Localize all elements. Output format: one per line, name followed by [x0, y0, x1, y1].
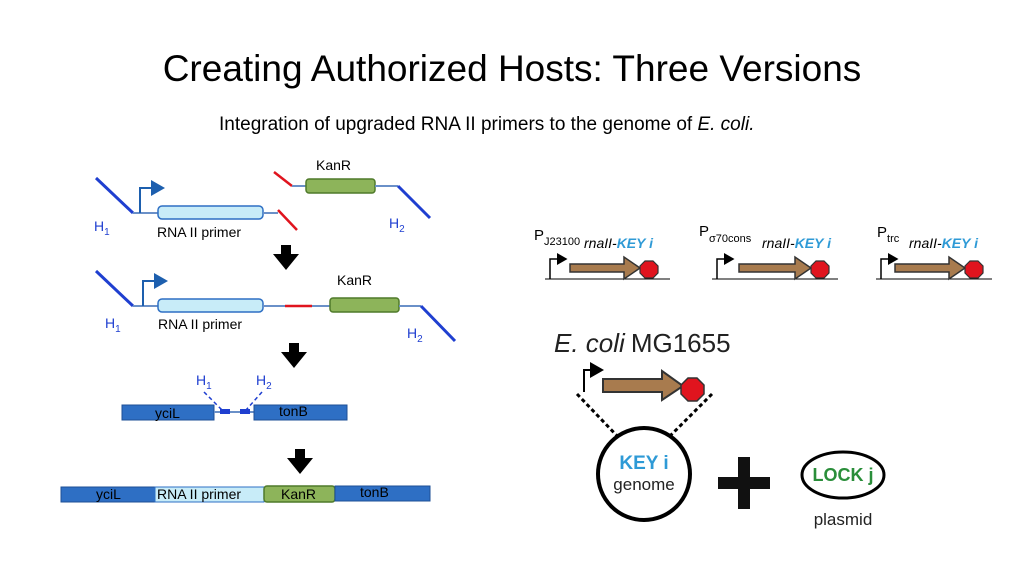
subtitle-text: Integration of upgraded RNA II primers t… — [219, 114, 693, 135]
plasmid-label: plasmid — [814, 510, 873, 529]
plasmid-ellipse — [800, 450, 886, 500]
overlap-end — [273, 171, 293, 187]
down-arrow-icon — [287, 449, 313, 474]
promoter-label: PJ23100 — [534, 227, 580, 248]
h2-label: H2 — [256, 372, 272, 392]
gene-arrow — [602, 369, 685, 402]
kanr-label: KanR — [281, 486, 316, 502]
step1-construct: H1 RNA II primer KanR H2 — [94, 157, 432, 240]
promoter-arrow-icon — [716, 253, 735, 279]
step3-genome-target: H1 H2 yciL tonB — [121, 372, 348, 421]
h1-site — [220, 409, 230, 414]
zoom-line — [575, 392, 623, 442]
gene-arrow — [738, 255, 813, 281]
kanr-box — [329, 297, 400, 313]
zoom-line — [664, 392, 714, 442]
tonB-gene-box — [334, 485, 431, 502]
terminator-octagon-icon — [964, 260, 984, 279]
h2-homology-arm — [419, 304, 457, 343]
rna-ii-primer-label: RNA II primer — [157, 486, 241, 502]
h2-label: H2 — [389, 215, 405, 235]
h1-label: H1 — [94, 218, 110, 238]
rna-ii-primer-box — [157, 298, 264, 313]
construct-j23100: PJ23100 rnaII-KEY i — [534, 227, 670, 281]
gene-arrow — [569, 255, 642, 281]
promoter-arrow-icon — [139, 180, 165, 213]
genome-circle — [596, 426, 692, 522]
rna-ii-primer-box — [157, 205, 264, 220]
kanr-box — [305, 178, 376, 194]
tonB-label: tonB — [360, 484, 389, 500]
kanr-label: KanR — [337, 272, 372, 288]
subtitle-organism: E. coli. — [697, 114, 755, 135]
genome-key-label: KEY i — [619, 453, 668, 474]
terminator-octagon-icon — [639, 260, 659, 279]
h1-homology-arm — [94, 176, 135, 215]
step4-integrated-genome: yciL RNA II primer KanR tonB — [60, 484, 431, 503]
promoter-arrow-icon — [583, 362, 604, 392]
promoter-arrow-icon — [549, 253, 568, 279]
genome-label: genome — [613, 475, 674, 494]
promoter-arrow-icon — [142, 273, 168, 306]
gene-arrow — [894, 255, 967, 281]
gene-label: rnaII-KEY i — [584, 235, 654, 251]
yciL-label: yciL — [155, 405, 180, 421]
h2-site — [240, 409, 250, 414]
kanr-label: KanR — [316, 157, 351, 173]
h1-label: H1 — [196, 372, 212, 392]
plus-sign-icon — [718, 477, 770, 489]
promoter-label: Ptrc — [877, 224, 900, 245]
gene-label: rnaII-KEY i — [909, 235, 979, 251]
terminator-octagon-icon — [810, 260, 830, 279]
rna-ii-primer-label: RNA II primer — [157, 224, 241, 240]
h2-label: H2 — [407, 325, 423, 345]
promoter-label: Pσ70cons — [699, 223, 752, 245]
promoter-arrow-icon — [880, 253, 899, 279]
gene-label: rnaII-KEY i — [762, 235, 832, 251]
construct-trc: Ptrc rnaII-KEY i — [876, 224, 992, 281]
h2-homology-arm — [396, 184, 432, 220]
down-arrow-icon — [281, 343, 307, 368]
rna-ii-primer-label: RNA II primer — [158, 316, 242, 332]
slide-title: Creating Authorized Hosts: Three Version… — [162, 48, 862, 89]
tonB-gene-box — [253, 404, 348, 421]
tonB-label: tonB — [279, 403, 308, 419]
construct-s70cons: Pσ70cons rnaII-KEY i — [699, 223, 838, 281]
h1-homology-arm — [94, 269, 135, 308]
down-arrow-icon — [273, 245, 299, 270]
crossover-line — [203, 391, 223, 411]
plasmid-lock-label: LOCK j — [813, 465, 874, 485]
terminator-octagon-icon — [680, 377, 705, 402]
yciL-label: yciL — [96, 486, 121, 502]
slide-subtitle: Integration of upgraded RNA II primers t… — [219, 114, 754, 136]
overlap-end — [277, 209, 298, 231]
h1-label: H1 — [105, 315, 121, 335]
step2-fused-construct: KanR H1 RNA II primer H2 — [94, 269, 457, 345]
